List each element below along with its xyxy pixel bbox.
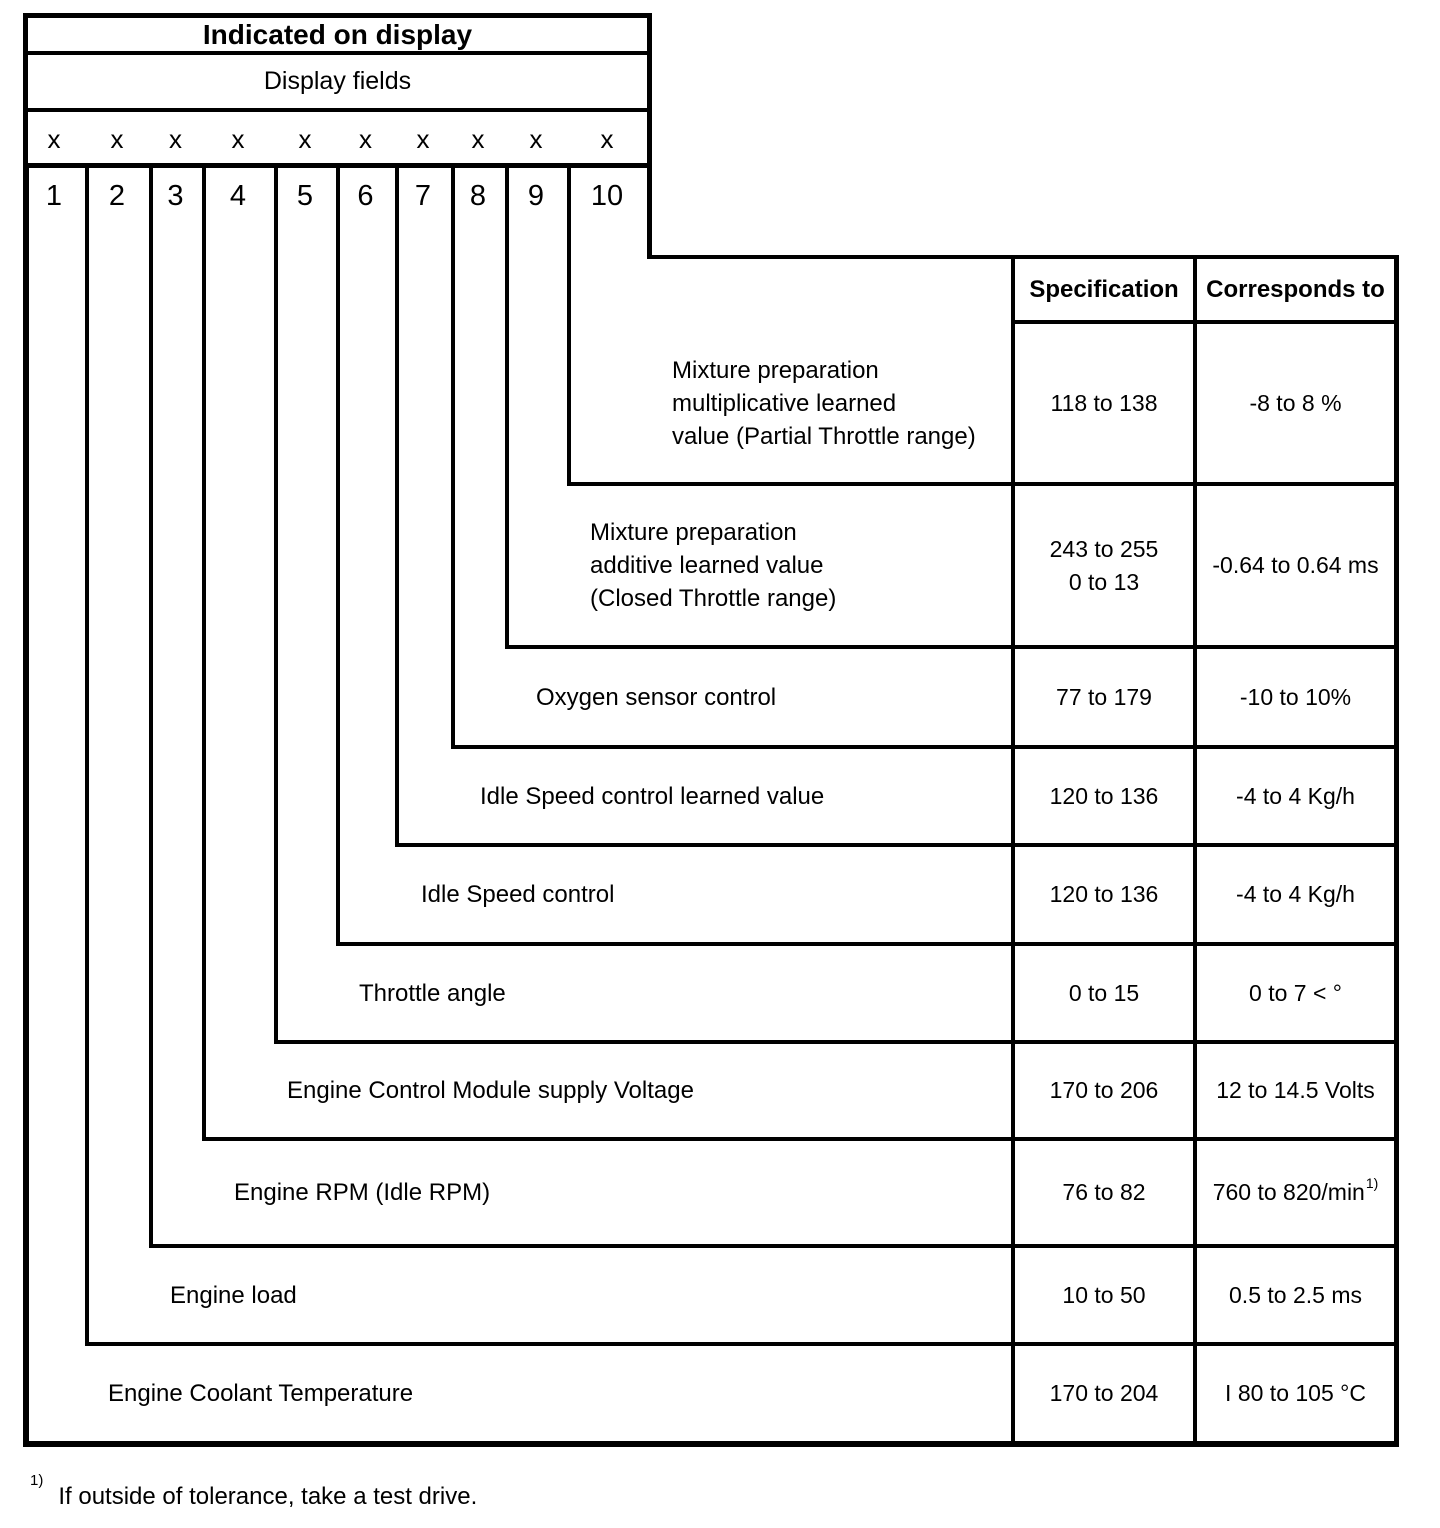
header-bottom-line bbox=[1011, 320, 1399, 324]
table-right-edge-line bbox=[1394, 255, 1399, 1447]
display-field-placeholder: x bbox=[169, 123, 182, 154]
field-6-bracket bbox=[336, 165, 1399, 946]
specification-value: 76 to 82 bbox=[1062, 1179, 1146, 1205]
row-label: Oxygen sensor control bbox=[536, 683, 777, 711]
display-field-number: 3 bbox=[167, 180, 184, 212]
corresponds-value: -4 to 4 Kg/h bbox=[1201, 749, 1390, 843]
specification-value: 243 to 255 0 to 13 bbox=[1049, 535, 1159, 595]
footnote: 1) If outside of tolerance, take a test d… bbox=[30, 1472, 478, 1511]
header-top-line bbox=[647, 255, 1399, 259]
row-label: Engine Control Module supply Voltage bbox=[287, 1077, 694, 1104]
corresponds-value-text: -0.64 to 0.64 ms bbox=[1212, 552, 1379, 578]
specification-value: 0 to 15 bbox=[1068, 979, 1140, 1006]
corresponds-value: -0.64 to 0.64 ms bbox=[1201, 486, 1390, 645]
corresponds-value: I 80 to 105 °C bbox=[1201, 1346, 1390, 1441]
corresponds-value-text: -10 to 10% bbox=[1239, 683, 1352, 710]
corresponds-column-left-line bbox=[1193, 255, 1197, 1447]
display-field-placeholder: x bbox=[359, 123, 372, 154]
corresponds-value-text: -4 to 4 Kg/h bbox=[1236, 782, 1355, 809]
specification-value: 10 to 50 bbox=[1062, 1281, 1146, 1308]
display-field-placeholder: x bbox=[298, 123, 312, 154]
row-label: Idle Speed control learned value bbox=[480, 782, 825, 810]
footnote-text: If outside of tolerance, take a test dri… bbox=[58, 1483, 478, 1510]
display-field-number: 6 bbox=[357, 180, 374, 212]
display-field-placeholder: x bbox=[231, 123, 245, 154]
corresponds-value: 12 to 14.5 Volts bbox=[1201, 1044, 1390, 1137]
display-field-number: 10 bbox=[590, 180, 624, 212]
display-field-number: 9 bbox=[527, 180, 545, 212]
field-9-bracket bbox=[505, 165, 1399, 649]
corresponds-value: 0.5 to 2.5 ms bbox=[1201, 1248, 1390, 1342]
specification-value: 170 to 206 bbox=[1049, 1077, 1159, 1103]
corresponds-value: -10 to 10% bbox=[1201, 649, 1390, 745]
field-8-bracket bbox=[451, 165, 1399, 749]
field-5-bracket bbox=[274, 165, 1399, 1044]
field-4-bracket bbox=[202, 165, 1399, 1141]
display-field-number: 5 bbox=[296, 180, 314, 212]
corresponds-value: 0 to 7 < ° bbox=[1201, 946, 1390, 1040]
row-label: Mixture preparation additive learned val… bbox=[590, 519, 837, 612]
specification-value: 120 to 136 bbox=[1049, 881, 1159, 907]
corresponds-value: -4 to 4 Kg/h bbox=[1201, 847, 1390, 942]
display-field-number: 2 bbox=[108, 180, 126, 212]
corresponds-value: -8 to 8 % bbox=[1201, 324, 1390, 482]
column-header-specification: Specification bbox=[1029, 275, 1179, 303]
corresponds-value-text: -8 to 8 % bbox=[1249, 389, 1342, 416]
display-fields-label: Display fields bbox=[28, 55, 647, 112]
corresponds-footnote-marker: 1) bbox=[1365, 1175, 1379, 1191]
display-field-number: 8 bbox=[469, 180, 487, 212]
field-1-bracket bbox=[23, 165, 1399, 1447]
display-field-placeholder: x bbox=[416, 123, 430, 154]
field-2-bracket bbox=[85, 165, 1399, 1346]
footnote-marker: 1) bbox=[30, 1472, 44, 1489]
corresponds-value-text: 12 to 14.5 Volts bbox=[1216, 1077, 1375, 1103]
row-label: Idle Speed control bbox=[421, 881, 615, 908]
specification-value: 77 to 179 bbox=[1056, 683, 1152, 710]
corresponds-value-text: 0 to 7 < ° bbox=[1249, 979, 1342, 1006]
field-10-bracket bbox=[567, 165, 1399, 486]
specification-value: 170 to 204 bbox=[1049, 1380, 1159, 1406]
field-3-bracket bbox=[149, 165, 1399, 1248]
row-label: Engine load bbox=[170, 1281, 297, 1309]
row-label: Engine Coolant Temperature bbox=[108, 1380, 414, 1407]
specification-column-left-line bbox=[1011, 255, 1015, 1447]
row-label: Throttle angle bbox=[359, 979, 506, 1007]
corresponds-value-text: 0.5 to 2.5 ms bbox=[1229, 1281, 1362, 1308]
specification-value: 118 to 138 bbox=[1050, 389, 1158, 416]
display-field-placeholder: x bbox=[600, 123, 614, 154]
diagram-title: Indicated on display bbox=[28, 18, 647, 55]
field-7-bracket bbox=[395, 165, 1399, 847]
corresponds-value-text: -4 to 4 Kg/h bbox=[1236, 881, 1355, 907]
display-field-number: 7 bbox=[414, 180, 432, 212]
row-label: Engine RPM (Idle RPM) bbox=[234, 1179, 491, 1206]
row-label: Mixture preparation multiplicative learn… bbox=[672, 356, 976, 450]
display-field-placeholder: x bbox=[529, 123, 543, 154]
specification-value: 120 to 136 bbox=[1049, 782, 1159, 809]
display-field-number: 4 bbox=[229, 180, 247, 212]
column-header-corresponds-to: Corresponds to bbox=[1206, 275, 1385, 303]
display-field-placeholder: x bbox=[47, 123, 61, 154]
display-field-placeholder: x bbox=[110, 123, 124, 154]
corresponds-value-text: 760 to 820/min bbox=[1212, 1179, 1365, 1205]
display-field-number: 1 bbox=[45, 180, 63, 212]
display-field-placeholder: x bbox=[471, 123, 485, 154]
corresponds-value-text: I 80 to 105 °C bbox=[1225, 1380, 1366, 1406]
field10-right-connector-line bbox=[647, 165, 652, 259]
